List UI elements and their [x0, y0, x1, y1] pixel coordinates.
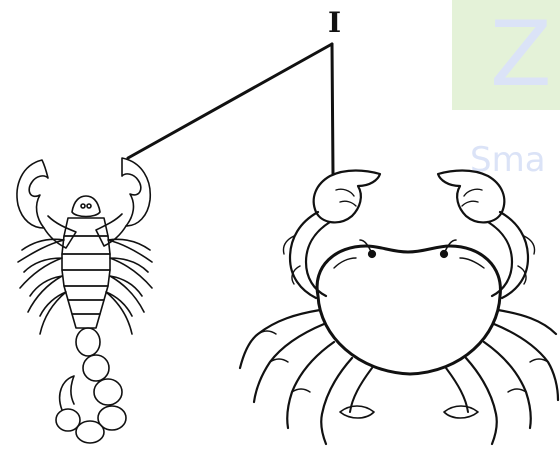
crab-carapace-ridges: [334, 258, 484, 268]
pointer-line-crab: [332, 44, 333, 174]
scorpion-tail-6: [56, 409, 80, 431]
crab-left-claw-teeth: [336, 189, 356, 206]
crab-right-leg-joints: [508, 359, 548, 392]
crab-left-claw: [314, 171, 380, 223]
scorpion-tail-1: [76, 328, 100, 356]
crab-left-leg-joints: [258, 331, 310, 392]
pointer-lines: [128, 44, 333, 174]
pointer-line-scorpion: [128, 44, 332, 158]
scorpion-right-leg-4: [106, 292, 132, 334]
scorpion: [17, 158, 152, 443]
scorpion-eye-right: [87, 204, 91, 208]
scorpion-tail-3: [94, 379, 122, 405]
crab-left-leg-3: [287, 342, 334, 428]
crab-right-leg-4: [466, 358, 497, 444]
crab-feet: [340, 406, 478, 418]
scorpion-plate-5: [64, 286, 108, 300]
crab-left-leg-4: [321, 358, 352, 444]
scorpion-eye-left: [81, 204, 85, 208]
scorpion-plate-3: [62, 254, 110, 270]
scorpion-left-leg-4: [40, 292, 66, 334]
crab-right-claw-teeth: [462, 189, 482, 206]
scorpion-tail-5: [76, 421, 104, 443]
scorpion-plate-6: [68, 300, 104, 314]
crab-eye-right: [441, 251, 447, 257]
scorpion-plate-4: [62, 270, 110, 286]
crab-left-leg-2: [254, 324, 324, 402]
scorpion-tail-2: [83, 355, 109, 381]
scorpion-left-arm: [44, 216, 76, 248]
scorpion-right-claw: [122, 158, 150, 226]
scorpion-stinger: [60, 376, 74, 410]
crab-eye-left: [369, 251, 375, 257]
scorpion-head: [72, 196, 100, 217]
crab-right-claw: [438, 171, 504, 223]
crab-carapace: [317, 246, 500, 374]
scorpion-plate-7: [72, 314, 100, 328]
scorpion-left-claw: [17, 160, 48, 228]
crab: [240, 171, 558, 445]
crab-right-leg-3: [484, 342, 531, 428]
